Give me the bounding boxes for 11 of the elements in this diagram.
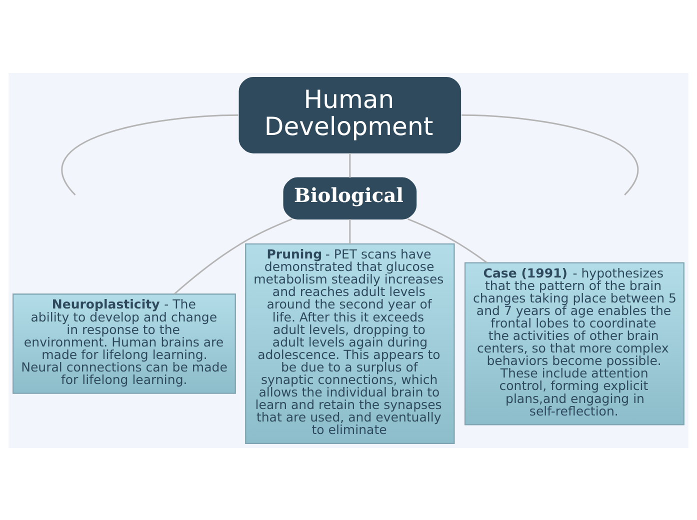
- node-box: Case (1991) - hypothesizes that the pattern of the brain changes taking place between 5 and 7 years of age enables the frontal lobes to coordinate the activities of other brain centers, so that more complex behaviors become possible. These include attention control, forming explicit plans,and engaging in self-reflection.: [464, 262, 684, 425]
- node-box: Pruning - PET scans have demonstrated that glucose metabolism steadily increases and reaches adult levels around the second year of life. After this it exceeds adult levels, dropping to adult levels again during adolescence. This appears to be due to a surplus of synaptic connections, which allows the individual brain to learn and retain the synapses that are used, and eventually to eliminate: [245, 242, 455, 444]
- node-box: Human Development: [238, 76, 462, 153]
- connector: [174, 218, 292, 294]
- connector: [349, 152, 351, 178]
- connector: [462, 114, 638, 195]
- node-box: Neuroplasticity - The ability to develop and change in response to the environment. Human brains are made for lifelong learning. Neural connections can be made for lifelong learning.: [12, 293, 236, 394]
- connector: [349, 218, 351, 244]
- node-box: Biological: [283, 176, 417, 219]
- connector: [408, 218, 488, 263]
- connector: [61, 114, 238, 195]
